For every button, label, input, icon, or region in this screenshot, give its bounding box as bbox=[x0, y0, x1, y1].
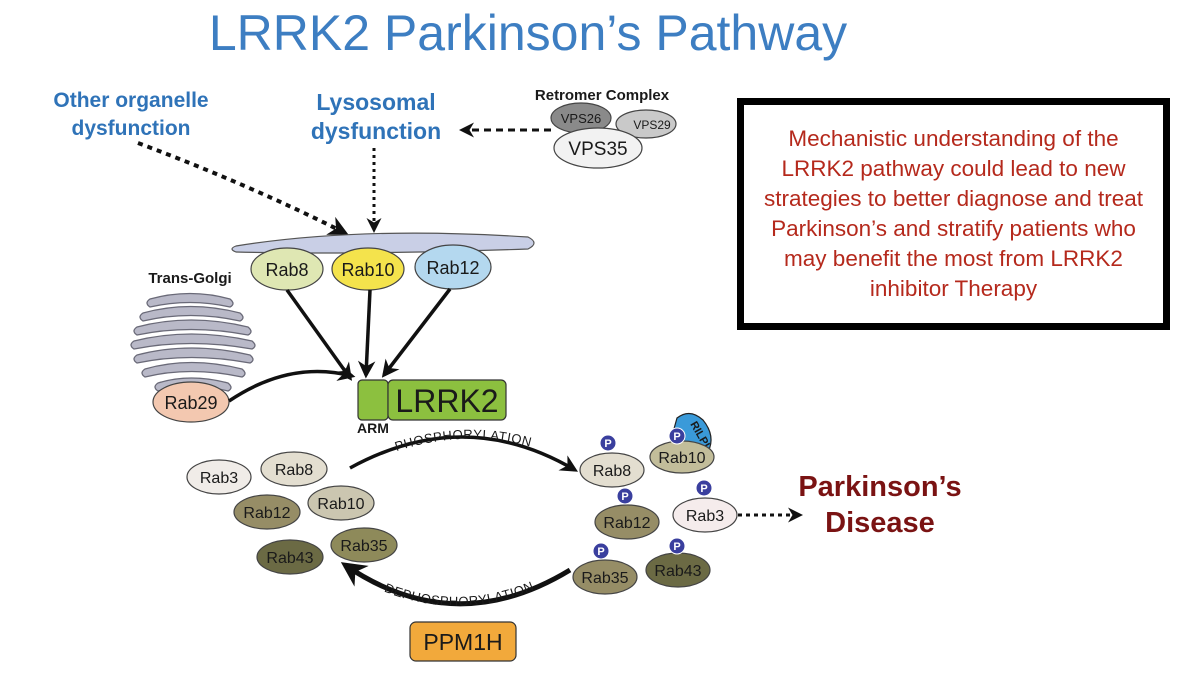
dephosphorylation-arrow bbox=[340, 562, 572, 607]
arm-label: ARM bbox=[357, 420, 389, 436]
phospho-marker-icon: P bbox=[668, 537, 686, 555]
rab29-label: Rab29 bbox=[164, 393, 217, 413]
pool-rab8-label: Rab8 bbox=[275, 462, 313, 479]
organelle-to-membrane-arrow bbox=[137, 141, 349, 235]
parkinsons-label-line2: Disease bbox=[825, 507, 935, 539]
rab12-to-lrrk2-arrow bbox=[381, 287, 452, 378]
callout-text: Mechanistic understanding of the LRRK2 p… bbox=[764, 126, 1143, 301]
svg-text:P: P bbox=[673, 541, 680, 553]
phos-rab10-label: Rab10 bbox=[658, 450, 705, 467]
phos-rab12-node bbox=[594, 504, 660, 540]
other-organelle-label-line2: dysfunction bbox=[72, 117, 191, 140]
lrrk2-node bbox=[387, 379, 507, 421]
phospho-marker-icon: P bbox=[616, 487, 634, 505]
phos-rab8-label: Rab8 bbox=[593, 463, 631, 480]
phos-rab12-label: Rab12 bbox=[603, 515, 650, 532]
rab8-to-lrrk2-arrow bbox=[285, 288, 353, 381]
pool-rab43-label: Rab43 bbox=[266, 550, 313, 567]
phos-rab3-label: Rab3 bbox=[686, 508, 724, 525]
svg-text:P: P bbox=[604, 438, 611, 450]
golgi-stack-icon bbox=[130, 292, 256, 392]
pool-rab43-node bbox=[256, 539, 324, 575]
dephosphorylation-label: DEPHOSPHORYLATION bbox=[383, 578, 536, 609]
pool-rab3-node bbox=[186, 459, 252, 495]
membrane-rab8-label: Rab8 bbox=[265, 260, 308, 280]
svg-text:P: P bbox=[700, 483, 707, 495]
svg-text:P: P bbox=[621, 491, 628, 503]
phosphorylation-arrow bbox=[349, 435, 579, 472]
pool-rab35-label: Rab35 bbox=[340, 538, 387, 555]
vps35-node bbox=[553, 127, 643, 169]
phos-rab8-node bbox=[579, 452, 645, 488]
phospho-marker-icon: P bbox=[695, 479, 713, 497]
membrane-rab12-label: Rab12 bbox=[426, 258, 479, 278]
pool-rab8-node bbox=[260, 451, 328, 487]
pool-rab10-node bbox=[307, 485, 375, 521]
vps29-label: VPS29 bbox=[633, 118, 671, 132]
parkinsons-label-line1: Parkinson’s bbox=[798, 471, 961, 503]
membrane-rab12-node bbox=[414, 244, 492, 290]
phospho-marker-icon: P bbox=[592, 542, 610, 560]
other-organelle-label-line1: Other organelle bbox=[53, 89, 208, 112]
lrrk2-label: LRRK2 bbox=[395, 383, 498, 419]
pool-rab35-node bbox=[330, 527, 398, 563]
retromer-complex-label: Retromer Complex bbox=[535, 87, 670, 104]
phospho-marker-icon: P bbox=[668, 427, 686, 445]
phos-rab35-node bbox=[572, 559, 638, 595]
page-title: LRRK2 Parkinson’s Pathway bbox=[209, 5, 847, 61]
vps29-node bbox=[615, 109, 677, 139]
phosphorylation-label: PHOSPHORYLATION bbox=[393, 427, 534, 454]
vps26-label: VPS26 bbox=[561, 111, 601, 126]
phos-rab35-label: Rab35 bbox=[581, 570, 628, 587]
phospho-marker-icon: P bbox=[599, 434, 617, 452]
ppm1h-node bbox=[409, 621, 517, 662]
arm-domain bbox=[357, 379, 389, 421]
rab29-node bbox=[152, 381, 230, 423]
pool-rab10-label: Rab10 bbox=[317, 496, 364, 513]
trans-golgi-label: Trans-Golgi bbox=[148, 270, 231, 287]
callout-box: Mechanistic understanding of the LRRK2 p… bbox=[737, 98, 1170, 330]
lysosomal-label-line2: dysfunction bbox=[311, 118, 441, 144]
svg-text:P: P bbox=[673, 431, 680, 443]
svg-text:P: P bbox=[597, 546, 604, 558]
pool-rab3-label: Rab3 bbox=[200, 470, 238, 487]
membrane-rab10-label: Rab10 bbox=[341, 260, 394, 280]
pool-rab12-node bbox=[233, 494, 301, 530]
pool-rab12-label: Rab12 bbox=[243, 505, 290, 522]
rab29-to-lrrk2-arrow bbox=[228, 364, 356, 403]
lysosomal-label-line1: Lysosomal bbox=[316, 89, 435, 115]
phos-rab3-node bbox=[672, 497, 738, 533]
phos-rab43-label: Rab43 bbox=[654, 563, 701, 580]
vps35-label: VPS35 bbox=[568, 139, 627, 160]
membrane-rab10-node bbox=[331, 247, 405, 291]
ppm1h-label: PPM1H bbox=[423, 629, 502, 655]
rab10-to-lrrk2-arrow bbox=[357, 289, 376, 379]
